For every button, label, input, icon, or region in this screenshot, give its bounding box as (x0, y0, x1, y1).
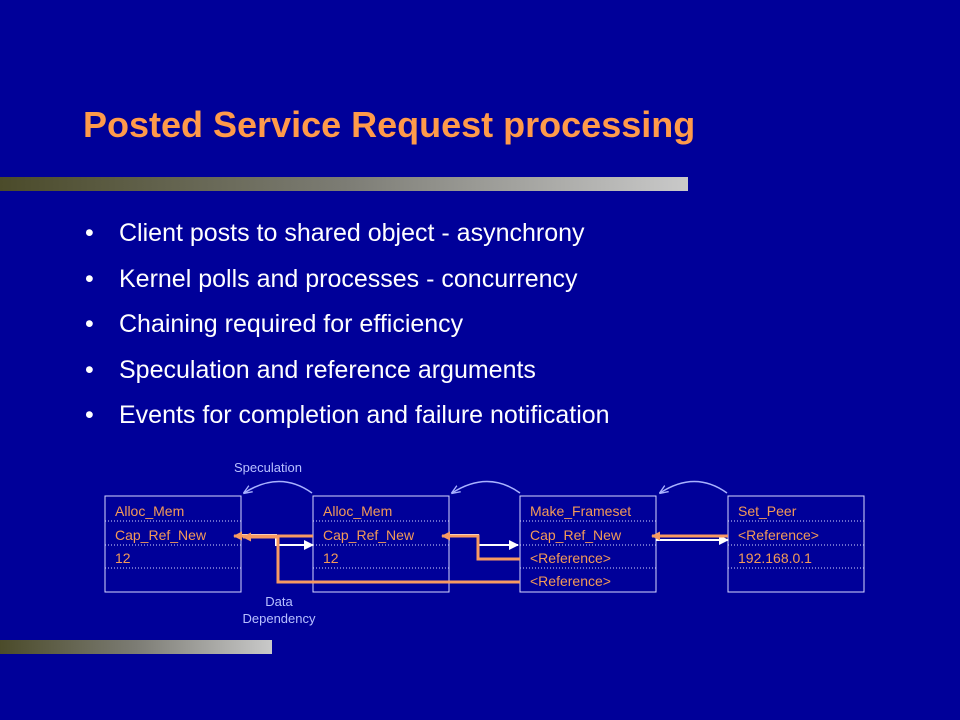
request-box-1: Alloc_Mem Cap_Ref_New 12 (104, 495, 242, 593)
box-2-row-2: Cap_Ref_New (323, 527, 415, 543)
slide-title: Posted Service Request processing (83, 104, 696, 145)
speculation-arrow-2 (452, 480, 521, 494)
box-1-row-1: Alloc_Mem (115, 503, 184, 519)
box-4-row-3: 192.168.0.1 (738, 550, 812, 566)
data-dependency-label-line-2: Dependency (243, 611, 316, 626)
speculation-arrow-1 (244, 480, 313, 494)
bullet-text: Events for completion and failure notifi… (119, 401, 610, 429)
box-2-row-1: Alloc_Mem (323, 503, 392, 519)
decorative-bar-bottom (0, 640, 272, 654)
bullet-text: Client posts to shared object - asynchro… (119, 219, 585, 247)
bullet-item: • Speculation and reference arguments (85, 356, 610, 402)
bullet-icon: • (85, 401, 94, 429)
dependency-arrow-2 (441, 531, 520, 561)
bullet-item: • Client posts to shared object - asynchr… (85, 219, 610, 265)
request-box-4: Set_Peer <Reference> 192.168.0.1 (727, 495, 865, 593)
bullet-icon: • (85, 264, 94, 293)
request-box-3: Make_Frameset Cap_Ref_New <Reference> <R… (519, 495, 657, 593)
box-1-border (104, 495, 242, 593)
decorative-bar-top (0, 177, 688, 191)
bullet-text: Kernel polls and processes - concurrency (119, 264, 578, 293)
box-3-row-1: Make_Frameset (530, 503, 631, 519)
data-dependency-label-line-1: Data (265, 594, 293, 609)
bullet-icon: • (85, 355, 94, 384)
speculation-label: Speculation (234, 460, 302, 475)
request-box-2: Alloc_Mem Cap_Ref_New 12 (312, 495, 450, 593)
bullet-list: • Client posts to shared object - asynchr… (85, 219, 610, 447)
box-1-row-3: 12 (115, 550, 131, 566)
box-1-row-2: Cap_Ref_New (115, 527, 207, 543)
box-4-row-2: <Reference> (738, 527, 819, 543)
bullet-item: • Chaining required for efficiency (85, 310, 610, 356)
bullet-icon: • (85, 310, 94, 338)
speculation-arrow-3 (660, 480, 728, 494)
box-3-border (519, 495, 657, 593)
bullet-item: • Kernel polls and processes - concurrenc… (85, 265, 610, 311)
bullet-item: • Events for completion and failure notif… (85, 401, 610, 447)
box-4-row-1: Set_Peer (738, 503, 797, 519)
dependency-arrow-3 (242, 532, 520, 584)
box-2-row-3: 12 (323, 550, 339, 566)
box-3-row-3: <Reference> (530, 550, 611, 566)
bullet-text: Speculation and reference arguments (119, 355, 536, 384)
bullet-icon: • (85, 219, 94, 247)
box-3-row-4: <Reference> (530, 573, 611, 589)
bullet-text: Chaining required for efficiency (119, 310, 464, 338)
box-3-row-2: Cap_Ref_New (530, 527, 622, 543)
